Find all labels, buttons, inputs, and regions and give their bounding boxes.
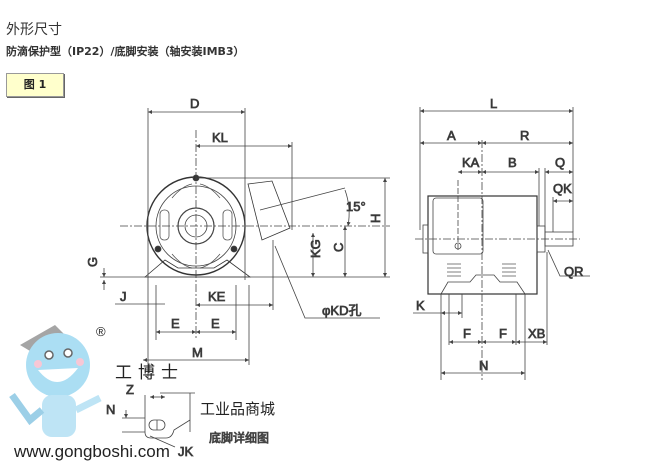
- dim-KD-hole: φKD孔: [322, 303, 362, 318]
- dim-B: B: [508, 155, 517, 170]
- dim-Q: Q: [555, 155, 565, 170]
- dim-KG: KG: [308, 239, 323, 258]
- dim-M: M: [192, 345, 203, 360]
- dim-angle: 15°: [346, 199, 366, 214]
- dim-K: K: [416, 298, 425, 313]
- watermark-mall: 工业品商城: [200, 401, 275, 418]
- detail-JK: JK: [178, 444, 194, 459]
- detail-N: N: [106, 402, 115, 417]
- dim-F1: F: [463, 326, 471, 341]
- dim-KE: KE: [208, 289, 226, 304]
- foot-detail: Z N JK 底脚详细图: [106, 382, 270, 460]
- dim-C: C: [331, 243, 346, 252]
- dim-KA: KA: [462, 155, 480, 170]
- dim-D: D: [190, 96, 199, 111]
- figure-tab[interactable]: 图 1: [6, 73, 64, 97]
- dim-J: J: [120, 289, 127, 304]
- dim-E1: E: [171, 316, 180, 331]
- dim-N: N: [479, 358, 488, 373]
- front-view: D KL 15° H C KG G J KE E E M φKD孔: [85, 96, 390, 380]
- dim-F2: F: [499, 326, 507, 341]
- dim-L: L: [490, 96, 497, 111]
- dim-KL: KL: [212, 130, 228, 145]
- watermark-url: www.gongboshi.com: [13, 442, 170, 461]
- detail-Z: Z: [126, 382, 134, 397]
- page-title: 外形尺寸: [6, 22, 62, 38]
- dim-G: G: [85, 257, 100, 267]
- dim-A: A: [447, 128, 456, 143]
- mascot-logo-icon: [9, 325, 102, 437]
- foot-detail-caption: 底脚详细图: [209, 430, 269, 445]
- page-subtitle: 防滴保护型（IP22）/底脚安装（轴安装IMB3）: [6, 45, 245, 58]
- dim-E2: E: [211, 316, 220, 331]
- dim-H: H: [368, 214, 383, 223]
- dim-QR: QR: [564, 264, 584, 279]
- dim-R: R: [520, 128, 529, 143]
- watermark-brand: 工博士: [115, 363, 184, 383]
- watermark: ® 工博士 工业品商城 www.gongboshi.com: [9, 324, 275, 461]
- dim-QK: QK: [553, 181, 572, 196]
- side-view: L A R KA B Q QK QR K F F XB N: [413, 96, 590, 380]
- dim-XB: XB: [528, 326, 545, 341]
- registered-mark: ®: [96, 324, 106, 339]
